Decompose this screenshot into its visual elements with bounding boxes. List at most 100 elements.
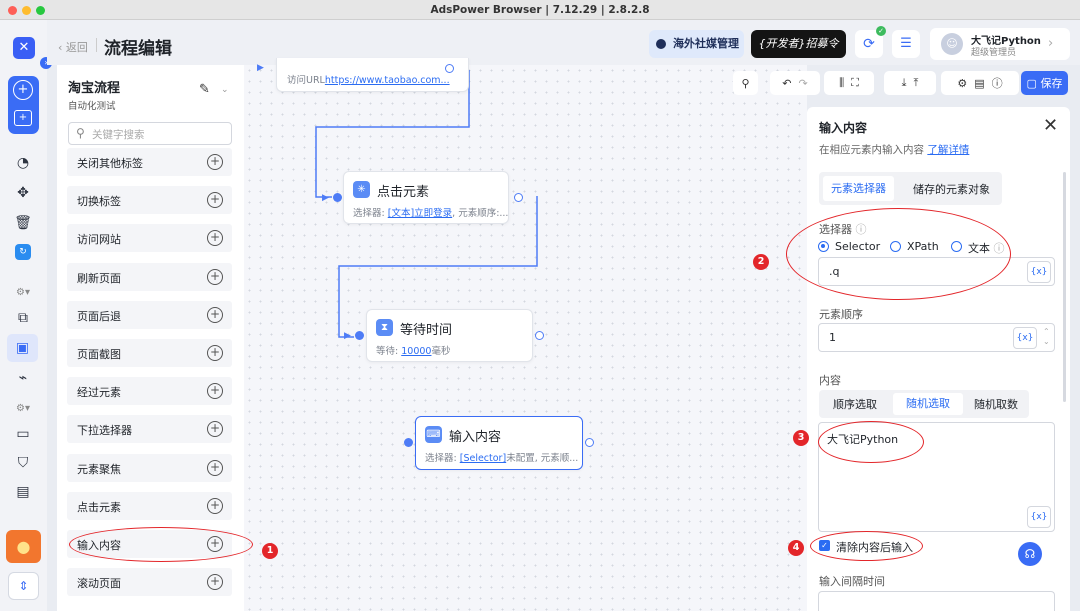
developer-recruit-banner[interactable]: {开发者}招募令 xyxy=(751,30,846,58)
action-item[interactable]: 点击元素+ xyxy=(67,491,232,520)
learn-more-link[interactable]: 了解详情 xyxy=(927,144,970,156)
action-item[interactable]: 页面后退 + xyxy=(67,300,232,329)
node-input-content-link[interactable]: [Selector] xyxy=(459,453,507,464)
add-group-icon[interactable]: + xyxy=(14,110,32,126)
node-wait-time-title: 等待时间 xyxy=(400,323,453,338)
node-visit-url[interactable]: 访问URLhttps://www.taobao.com... xyxy=(276,58,469,92)
action-item[interactable]: 滚动页面+ xyxy=(67,568,232,597)
add-action-icon[interactable]: + xyxy=(207,306,223,323)
node-input-content-out-pin[interactable] xyxy=(585,438,594,447)
info-icon[interactable]: ⓘ xyxy=(991,77,1003,90)
back-link[interactable]: ‹ 返回 xyxy=(58,41,88,54)
upload-icon[interactable]: ⤒ xyxy=(913,76,919,89)
order-value[interactable]: 1 xyxy=(829,331,836,344)
search-box[interactable]: ⚲ 关键字搜索 xyxy=(68,122,232,145)
node-wait-time[interactable]: ⧗ 等待时间 等待: 10000毫秒 xyxy=(366,309,533,362)
mode-random-number[interactable]: 随机取数 xyxy=(974,398,1018,411)
panel-scrollbar[interactable] xyxy=(1063,172,1066,402)
sync-app-icon[interactable]: ↻ xyxy=(15,244,31,260)
node-wait-time-in-pin[interactable] xyxy=(355,331,364,340)
settings-group-icon[interactable]: ⚙▾ xyxy=(16,402,30,414)
add-action-icon[interactable]: + xyxy=(207,192,223,209)
redo-icon[interactable]: ↷ xyxy=(798,76,808,90)
undo-icon[interactable]: ↶ xyxy=(782,76,792,90)
variable-icon-text[interactable]: {x} xyxy=(1030,512,1048,522)
trash-icon[interactable]: 🗑 xyxy=(14,215,32,231)
node-input-content-in-pin[interactable] xyxy=(404,438,413,447)
automation-group-icon[interactable]: ⚙▾ xyxy=(16,286,30,298)
add-action-icon[interactable]: + xyxy=(207,421,223,438)
edit-icon[interactable]: ✎ xyxy=(199,82,210,97)
interval-input[interactable] xyxy=(818,591,1055,611)
variable-icon-text[interactable]: {x} xyxy=(1016,333,1034,343)
node-wait-time-out-pin[interactable] xyxy=(535,331,544,340)
action-item[interactable]: 切换标签+ xyxy=(67,186,232,215)
rpa-robot-icon[interactable]: ▣ xyxy=(7,334,38,362)
add-action-icon[interactable]: + xyxy=(207,574,223,591)
action-item-label: 下拉选择器 xyxy=(77,424,132,438)
close-window-button[interactable] xyxy=(8,6,17,15)
billing-icon[interactable]: ▭ xyxy=(16,426,30,442)
node-click-element-in-pin[interactable] xyxy=(333,193,342,202)
node-wait-time-value[interactable]: 10000 xyxy=(401,346,432,357)
search-canvas-icon[interactable]: ⚲ xyxy=(733,71,758,95)
save-button-label[interactable]: 保存 xyxy=(1040,77,1063,90)
node-input-content[interactable]: ⌨ 输入内容 选择器: [Selector]未配置, 元素顺... xyxy=(415,416,583,470)
node-visit-url-out-pin[interactable] xyxy=(445,64,454,73)
action-item[interactable]: 关闭其他标签+ xyxy=(67,148,232,176)
chevron-right-icon[interactable]: › xyxy=(1048,36,1054,51)
action-item-label: 页面后退 xyxy=(77,309,121,323)
content-mode-tabs: 顺序选取 随机选取 随机取数 xyxy=(819,390,1029,418)
action-item[interactable]: 下拉选择器 + xyxy=(67,415,232,444)
mode-random-pick[interactable]: 随机选取 xyxy=(893,393,963,415)
stepper-icon[interactable]: ⌃⌄ xyxy=(1043,327,1050,346)
node-click-element-link[interactable]: [文本]立即登录 xyxy=(387,208,453,219)
zoom-window-button[interactable] xyxy=(36,6,45,15)
annotation-badge-4: 4 xyxy=(788,540,804,556)
add-action-icon[interactable]: + xyxy=(207,459,223,476)
tab-element-selector[interactable]: 元素选择器 xyxy=(823,176,894,201)
fit-view-icon[interactable]: ⛶ xyxy=(851,76,859,89)
add-action-icon[interactable]: + xyxy=(207,383,223,400)
new-profile-icon[interactable]: + xyxy=(13,80,33,100)
variable-icon[interactable]: {x} xyxy=(1027,261,1051,283)
collapse-expand-icon[interactable]: ⇕ xyxy=(8,572,39,600)
social-media-promo-label[interactable]: 海外社媒管理 xyxy=(673,37,739,50)
extension-icon[interactable]: ✥ xyxy=(17,185,29,201)
chevron-down-icon[interactable]: ⌄ xyxy=(221,85,229,95)
security-icon[interactable]: ⛉ xyxy=(17,455,29,471)
task-list-icon[interactable]: ☰ xyxy=(892,30,920,58)
action-item[interactable]: 页面截图+ xyxy=(67,339,232,367)
node-visit-url-link[interactable]: https://www.taobao.com... xyxy=(324,75,450,86)
promo-coin-icon[interactable]: ● xyxy=(6,530,41,563)
mode-sequential[interactable]: 顺序选取 xyxy=(833,398,877,411)
add-action-icon[interactable]: + xyxy=(207,268,223,285)
search-input[interactable]: 关键字搜索 xyxy=(92,129,145,141)
action-item[interactable]: 元素聚焦+ xyxy=(67,453,232,482)
tab-stored-element[interactable]: 储存的元素对象 xyxy=(913,183,990,196)
action-item[interactable]: 经过元素+ xyxy=(67,377,232,406)
align-icon[interactable]: ⫼ xyxy=(839,76,845,89)
clipboard-icon[interactable]: ▤ xyxy=(16,484,30,500)
download-icon[interactable]: ⤓ xyxy=(901,76,907,89)
node-click-element[interactable]: ✳ 点击元素 选择器: [文本]立即登录, 元素顺序:... xyxy=(343,171,509,224)
add-action-icon[interactable]: + xyxy=(207,345,223,361)
log-icon[interactable]: ▤ xyxy=(974,76,985,90)
action-item[interactable]: 访问网站+ xyxy=(67,224,232,253)
settings-icon[interactable]: ⚙ xyxy=(957,76,968,90)
add-action-icon[interactable]: + xyxy=(207,497,223,514)
developer-recruit-label[interactable]: {开发者}招募令 xyxy=(758,37,839,50)
minimize-window-button[interactable] xyxy=(22,6,31,15)
workflow-icon[interactable]: ⧉ xyxy=(18,310,28,326)
support-chat-icon[interactable]: ☊ xyxy=(1018,542,1042,566)
node-click-element-out-pin[interactable] xyxy=(514,193,523,202)
back-label[interactable]: 返回 xyxy=(65,41,88,54)
save-button[interactable]: ▢ 保存 xyxy=(1021,71,1068,95)
action-item[interactable]: 刷新页面+ xyxy=(67,262,232,291)
api-icon[interactable]: ⌁ xyxy=(18,370,28,386)
dashboard-icon[interactable]: ◔ xyxy=(16,155,30,171)
add-action-icon[interactable]: + xyxy=(207,230,223,247)
close-panel-icon[interactable]: ✕ xyxy=(1043,115,1059,136)
check-badge-icon: ✓ xyxy=(876,26,886,36)
add-action-icon[interactable]: + xyxy=(207,154,223,170)
